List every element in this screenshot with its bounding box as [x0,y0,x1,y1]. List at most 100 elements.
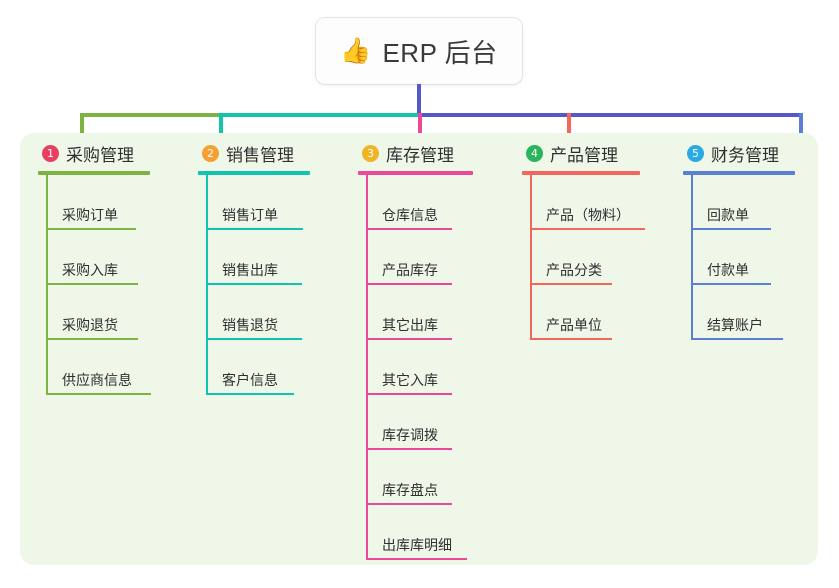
branch-item-underline [46,393,151,395]
branch-item-list: 回款单付款单结算账户 [683,175,833,340]
branch-item-underline [366,503,452,505]
branch-item-label: 回款单 [707,207,749,223]
branch-item[interactable]: 其它入库 [366,340,510,395]
branch-item-list: 产品（物料） 产品分类产品单位 [522,175,677,340]
root-node-card[interactable]: 👍 ERP 后台 [316,18,522,84]
branch-item-label: 出库库明细 [382,537,452,553]
branch-item-label: 销售出库 [222,262,278,278]
branch-spine [530,175,532,340]
branch-item-label: 销售退货 [222,317,278,333]
branch-item[interactable]: 产品（物料） [530,175,677,230]
branch-item-label: 仓库信息 [382,207,438,223]
branch-item-underline [691,338,783,340]
branch-item-label: 结算账户 [707,317,763,333]
branch-item-underline [366,283,452,285]
branch-item-underline [206,283,302,285]
branch-item-label: 采购退货 [62,317,118,333]
branch-item[interactable]: 其它出库 [366,285,510,340]
branch-header[interactable]: 1 采购管理 [38,140,188,166]
branch-item-label: 其它出库 [382,317,438,333]
branch-underline [38,171,150,175]
connector-drop-2 [219,113,223,141]
branch-index-badge: 3 [362,144,379,162]
branch-item[interactable]: 产品库存 [366,230,510,285]
connector-root-stem [417,84,421,114]
branch-header[interactable]: 5 财务管理 [683,140,833,166]
connector-bus-mid [219,113,419,117]
branch-title: 产品管理 [550,145,618,165]
branch-item-label: 采购入库 [62,262,118,278]
branch-item[interactable]: 库存调拨 [366,395,510,450]
branch-item-underline [366,338,452,340]
branch-column: 5 财务管理回款单付款单结算账户 [683,140,833,340]
branch-item-underline [46,338,138,340]
branch-item[interactable]: 销售订单 [206,175,348,230]
branch-item[interactable]: 采购订单 [46,175,188,230]
branch-item[interactable]: 销售出库 [206,230,348,285]
branch-item-underline [206,393,294,395]
connector-drop-1 [80,113,84,141]
branch-item-underline [366,228,452,230]
branch-item-list: 采购订单采购入库采购退货供应商信息 [38,175,188,395]
branch-item[interactable]: 产品单位 [530,285,677,340]
branch-header[interactable]: 4 产品管理 [522,140,677,166]
branch-column: 4 产品管理产品（物料） 产品分类产品单位 [522,140,677,340]
branch-item-label: 销售订单 [222,207,278,223]
branch-item-list: 销售订单销售出库销售退货客户信息 [198,175,348,395]
connector-bus-right [418,113,803,117]
branch-item[interactable]: 销售退货 [206,285,348,340]
branch-title: 财务管理 [711,145,779,165]
branch-item-underline [206,338,302,340]
branch-item-underline [46,283,138,285]
branch-item[interactable]: 采购入库 [46,230,188,285]
branch-item-underline [366,448,452,450]
branch-index-badge: 2 [202,144,219,162]
branch-header[interactable]: 2 销售管理 [198,140,348,166]
branch-item[interactable]: 产品分类 [530,230,677,285]
branch-title: 销售管理 [226,145,294,165]
branch-item-label: 库存盘点 [382,482,438,498]
branch-item[interactable]: 出库库明细 [366,505,510,560]
branch-column: 1 采购管理采购订单采购入库采购退货供应商信息 [38,140,188,395]
branch-item-label: 采购订单 [62,207,118,223]
branch-item-label: 产品（物料） [546,207,630,223]
branch-index-badge: 5 [687,144,704,162]
branch-index-badge: 4 [526,144,543,162]
branch-spine [691,175,693,340]
branch-spine [366,175,368,560]
branch-item[interactable]: 库存盘点 [366,450,510,505]
branch-item-underline [691,283,771,285]
branch-item-label: 客户信息 [222,372,278,388]
branch-item[interactable]: 结算账户 [691,285,833,340]
branch-item[interactable]: 供应商信息 [46,340,188,395]
branch-title: 采购管理 [66,145,134,165]
branch-item[interactable]: 付款单 [691,230,833,285]
branch-item-underline [530,338,612,340]
branch-item[interactable]: 采购退货 [46,285,188,340]
branch-columns: 1 采购管理采购订单采购入库采购退货供应商信息 2 销售管理销售订单销售出库销售退货客… [20,140,818,565]
branch-item-underline [366,393,452,395]
branch-item-list: 仓库信息产品库存其它出库其它入库库存调拨库存盘点出库库明细 [358,175,510,560]
branch-item-label: 供应商信息 [62,372,132,388]
branch-underline [522,171,640,175]
branch-item-underline [366,558,467,560]
branch-item[interactable]: 客户信息 [206,340,348,395]
branch-item[interactable]: 仓库信息 [366,175,510,230]
branch-item-label: 产品分类 [546,262,602,278]
branch-item[interactable]: 回款单 [691,175,833,230]
branch-item-underline [206,228,303,230]
root-node-title: ERP 后台 [382,37,498,68]
branch-item-underline [46,228,136,230]
branch-index-badge: 1 [42,144,59,162]
branch-underline [358,171,473,175]
branch-item-underline [691,228,771,230]
branch-item-label: 产品单位 [546,317,602,333]
branch-underline [683,171,795,175]
connector-drop-5 [799,113,803,141]
connector-drop-4 [567,113,571,141]
branch-item-label: 产品库存 [382,262,438,278]
branch-item-label: 付款单 [707,262,749,278]
